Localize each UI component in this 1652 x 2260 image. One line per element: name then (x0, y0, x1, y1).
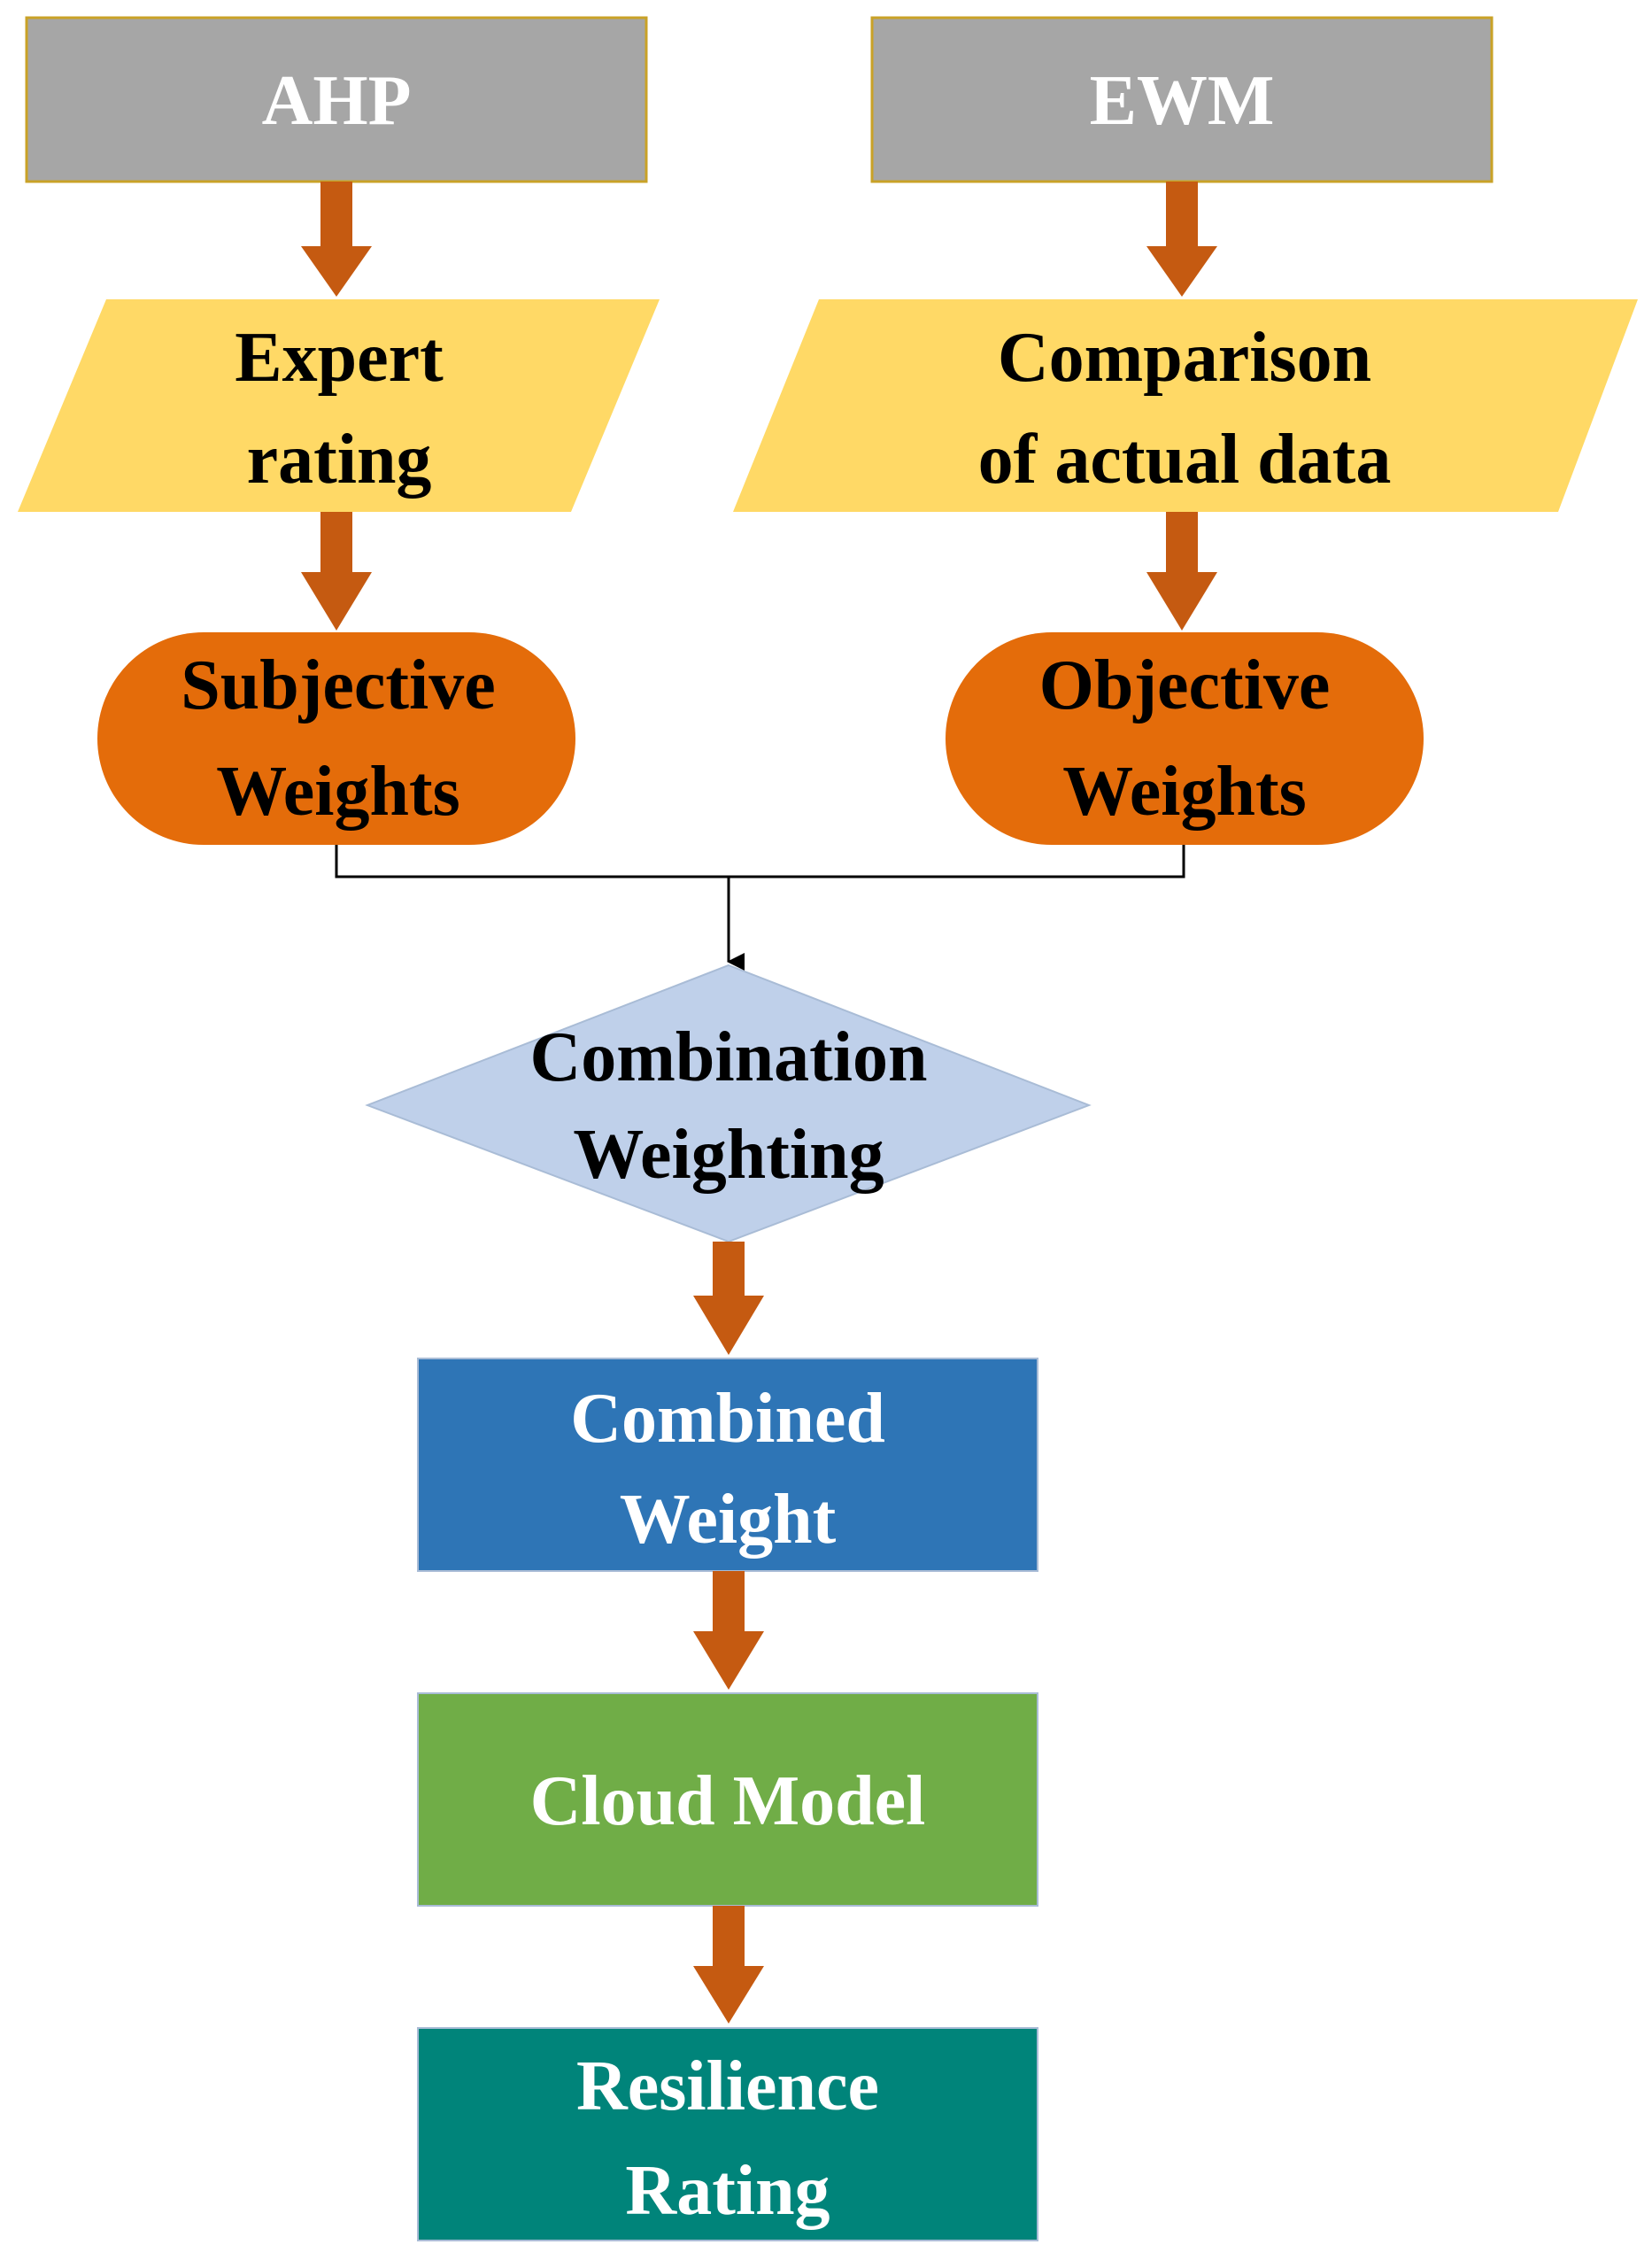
subjective-line1: Subjective (181, 646, 496, 724)
ahp-label: AHP (262, 62, 412, 140)
ewm-box: EWM (870, 16, 1494, 183)
expert-rating-line2: rating (247, 421, 432, 499)
cloud-model-box: Cloud Model (417, 1692, 1038, 1907)
expert-rating-parallelogram: Expert rating (18, 299, 660, 512)
arrow-comparison-to-objective (1146, 512, 1217, 631)
objective-line2: Weights (1062, 753, 1307, 831)
resilience-line2: Rating (625, 2152, 830, 2230)
comparison-line2: of actual data (978, 421, 1392, 499)
ewm-label: EWM (1090, 62, 1275, 140)
cloud-model-label: Cloud Model (530, 1762, 926, 1840)
combination-line1: Combination (530, 1018, 928, 1096)
merge-connector (335, 845, 1185, 971)
expert-rating-line1: Expert (235, 319, 444, 397)
arrow-ahp-to-expert (301, 182, 372, 297)
combination-line2: Weighting (573, 1116, 884, 1194)
resilience-line1: Resilience (576, 2047, 879, 2125)
comparison-parallelogram: Comparison of actual data (733, 299, 1638, 512)
subjective-line2: Weights (216, 753, 460, 831)
ahp-box: AHP (25, 16, 648, 183)
arrow-ewm-to-comparison (1146, 182, 1217, 297)
combined-line2: Weight (620, 1481, 837, 1559)
comparison-line1: Comparison (998, 319, 1371, 397)
objective-weights-node: Objective Weights (946, 632, 1424, 845)
combined-line1: Combined (570, 1380, 885, 1458)
objective-line1: Objective (1039, 646, 1331, 724)
combination-weighting-diamond: Combination Weighting (365, 964, 1092, 1243)
arrow-expert-to-subjective (301, 512, 372, 631)
arrow-cloud-to-resilience (693, 1906, 764, 2024)
subjective-weights-node: Subjective Weights (97, 632, 575, 845)
arrow-combination-to-combined (693, 1242, 764, 1355)
resilience-rating-box: Resilience Rating (417, 2027, 1038, 2241)
arrow-combined-to-cloud (693, 1571, 764, 1690)
combined-weight-box: Combined Weight (417, 1358, 1038, 1572)
